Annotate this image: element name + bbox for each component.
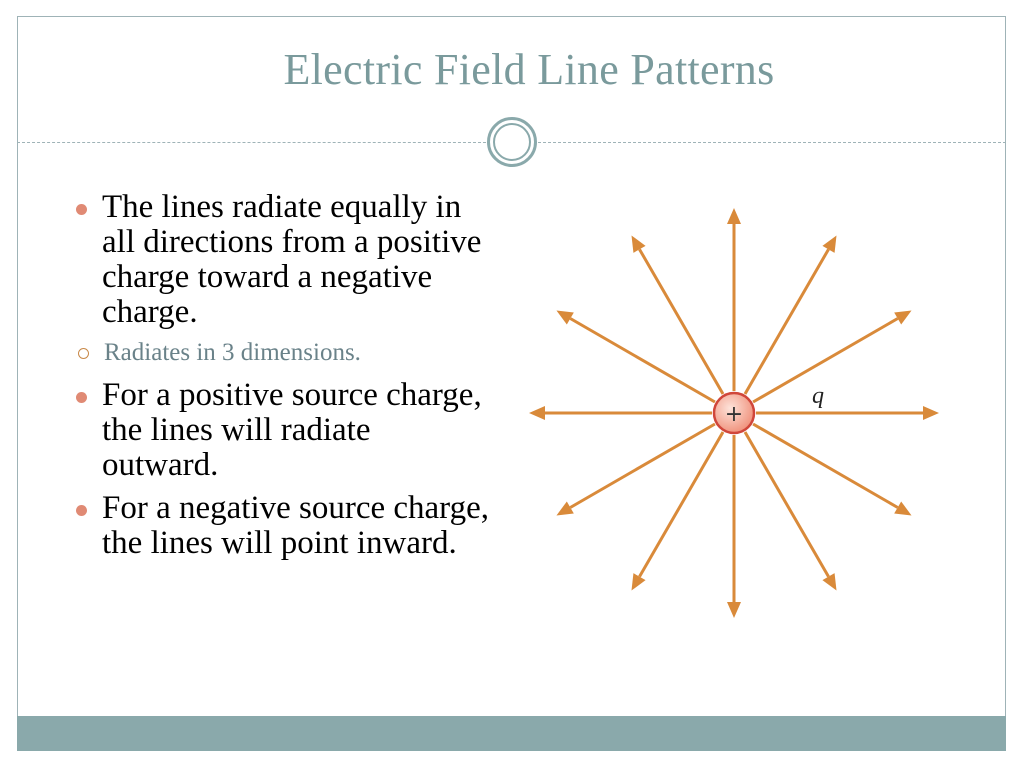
bullet-text: For a positive source charge, the lines … xyxy=(102,377,482,483)
bullet-text: The lines radiate equally in all directi… xyxy=(102,189,482,330)
field-line xyxy=(569,422,716,509)
sub-bullet-text: Radiates in 3 dimensions. xyxy=(104,339,361,366)
field-arrowhead xyxy=(822,573,837,591)
bullet-dot xyxy=(76,392,87,403)
field-line xyxy=(752,317,899,404)
field-arrowhead xyxy=(727,602,741,618)
electric-field-diagram: + q xyxy=(529,208,939,618)
field-line xyxy=(638,248,725,395)
bullet-item: For a negative source charge, the lines … xyxy=(74,491,494,561)
field-line xyxy=(743,248,830,395)
field-arrowhead xyxy=(894,310,912,325)
field-arrowhead xyxy=(631,573,646,591)
field-line xyxy=(638,431,725,578)
field-line xyxy=(569,317,716,404)
bullet-dot xyxy=(76,505,87,516)
slide-title: Electric Field Line Patterns xyxy=(283,45,775,94)
field-arrowhead xyxy=(923,406,939,420)
bullet-list: The lines radiate equally in all directi… xyxy=(74,190,494,569)
bullet-text: For a negative source charge, the lines … xyxy=(102,490,489,561)
field-arrowhead xyxy=(556,310,574,325)
field-arrowhead xyxy=(822,235,837,253)
field-arrowhead xyxy=(529,406,545,420)
field-lines xyxy=(529,208,939,618)
field-arrowhead xyxy=(727,208,741,224)
title-divider-left xyxy=(17,142,486,143)
divider-ring-ornament xyxy=(487,117,537,167)
bullet-item: The lines radiate equally in all directi… xyxy=(74,190,494,330)
footer-bar xyxy=(17,716,1006,751)
field-arrowhead xyxy=(894,501,912,516)
sub-bullet-circle xyxy=(78,348,89,359)
charge-sign: + xyxy=(725,402,743,427)
field-arrowhead xyxy=(556,501,574,516)
field-line xyxy=(752,422,899,509)
bullet-dot xyxy=(76,204,87,215)
title-divider-right xyxy=(538,142,1006,143)
field-arrowhead xyxy=(631,235,646,253)
field-line xyxy=(743,431,830,578)
bullet-item: For a positive source charge, the lines … xyxy=(74,378,494,483)
positive-charge xyxy=(712,391,756,435)
charge-label: q xyxy=(812,383,824,409)
sub-bullet-item: Radiates in 3 dimensions. xyxy=(74,338,494,368)
